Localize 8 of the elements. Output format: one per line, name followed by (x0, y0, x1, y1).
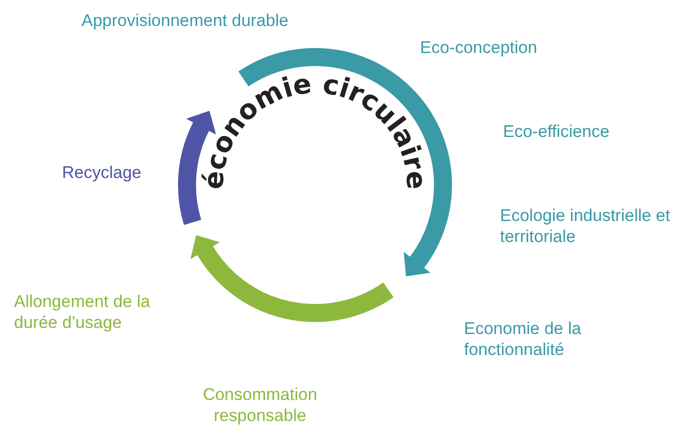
stage-label: Recyclage (62, 162, 142, 183)
stage-label: Eco-conception (420, 37, 538, 58)
stage-label: Eco-efficience (503, 121, 610, 142)
stage-label: Ecologie industrielle et territoriale (500, 205, 672, 247)
stage-label: Approvisionnement durable (80, 10, 290, 31)
stage-label: Consommation responsable (202, 384, 318, 426)
stage-label: Allongement de la durée d’usage (14, 291, 152, 333)
stage-label: Economie de la fonctionnalité (464, 318, 582, 360)
